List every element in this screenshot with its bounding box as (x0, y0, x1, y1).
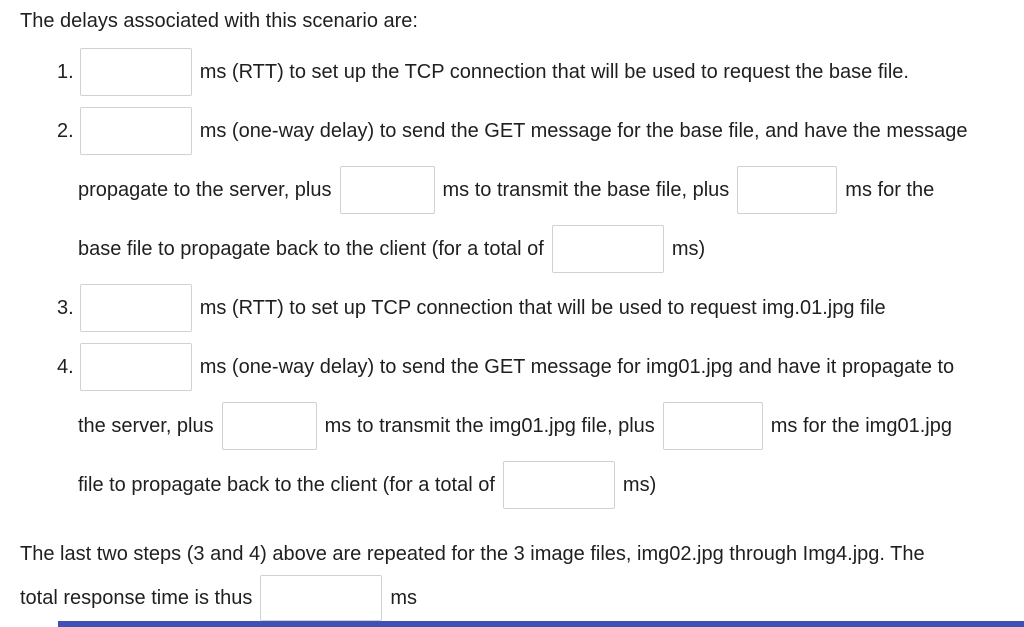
step-2-row: 2. ms (one-way delay) to send the GET me… (57, 107, 1004, 155)
step4-transmit-input[interactable] (221, 402, 317, 450)
total-response-input[interactable] (260, 575, 383, 621)
step-4-number: 4. (57, 355, 74, 378)
total-response-row: total response time is thus ms (20, 575, 1004, 621)
step4-oneway-input[interactable] (79, 343, 192, 391)
step3-rtt-input[interactable] (79, 284, 192, 332)
step-4-text: ms (one-way delay) to send the GET messa… (199, 355, 955, 378)
step-4-cont1-after: ms for the img01.jpg (770, 414, 952, 437)
step-2-cont1-after: ms for the (845, 178, 935, 201)
step-2-cont1-before: propagate to the server, plus (78, 178, 332, 201)
step-4-row: 4. ms (one-way delay) to send the GET me… (57, 343, 1004, 391)
bottom-blue-bar (58, 621, 1024, 627)
step1-rtt-input[interactable] (79, 48, 192, 96)
step-2-text: ms (one-way delay) to send the GET messa… (199, 119, 968, 142)
step-1-text: ms (RTT) to set up the TCP connection th… (199, 60, 909, 83)
step-4-cont2-row: file to propagate back to the client (fo… (78, 461, 1004, 509)
step-4-cont1-before: the server, plus (78, 414, 214, 437)
step-3-row: 3. ms (RTT) to set up TCP connection tha… (57, 284, 1004, 332)
total-response-unit: ms (390, 586, 418, 609)
step4-total-input[interactable] (502, 461, 615, 509)
intro-text: The delays associated with this scenario… (20, 10, 418, 32)
step-1-row: 1. ms (RTT) to set up the TCP connection… (57, 48, 1004, 96)
total-response-label: total response time is thus (20, 586, 253, 609)
step4-propagate-input[interactable] (662, 402, 763, 450)
step-4-cont1-row: the server, plus ms to transmit the img0… (78, 402, 1004, 450)
step-1-number: 1. (57, 60, 74, 83)
step-2-cont1-mid: ms to transmit the base file, plus (442, 178, 730, 201)
step-2-number: 2. (57, 119, 74, 142)
step-4-cont2-after: ms) (622, 473, 657, 496)
step-3-number: 3. (57, 296, 74, 319)
step2-oneway-input[interactable] (79, 107, 192, 155)
closing-text: The last two steps (3 and 4) above are r… (20, 543, 925, 565)
step2-transmit-input[interactable] (339, 166, 435, 214)
step2-propagate-input[interactable] (737, 166, 838, 214)
step-2-cont2-before: base file to propagate back to the clien… (78, 237, 544, 260)
step-4-cont2-before: file to propagate back to the client (fo… (78, 473, 495, 496)
step-2-cont2-after: ms) (671, 237, 706, 260)
step-2-cont1-row: propagate to the server, plus ms to tran… (78, 166, 1004, 214)
step-4-cont1-mid: ms to transmit the img01.jpg file, plus (324, 414, 655, 437)
step2-total-input[interactable] (551, 225, 664, 273)
step-3-text: ms (RTT) to set up TCP connection that w… (199, 296, 886, 319)
step-2-cont2-row: base file to propagate back to the clien… (78, 225, 1004, 273)
